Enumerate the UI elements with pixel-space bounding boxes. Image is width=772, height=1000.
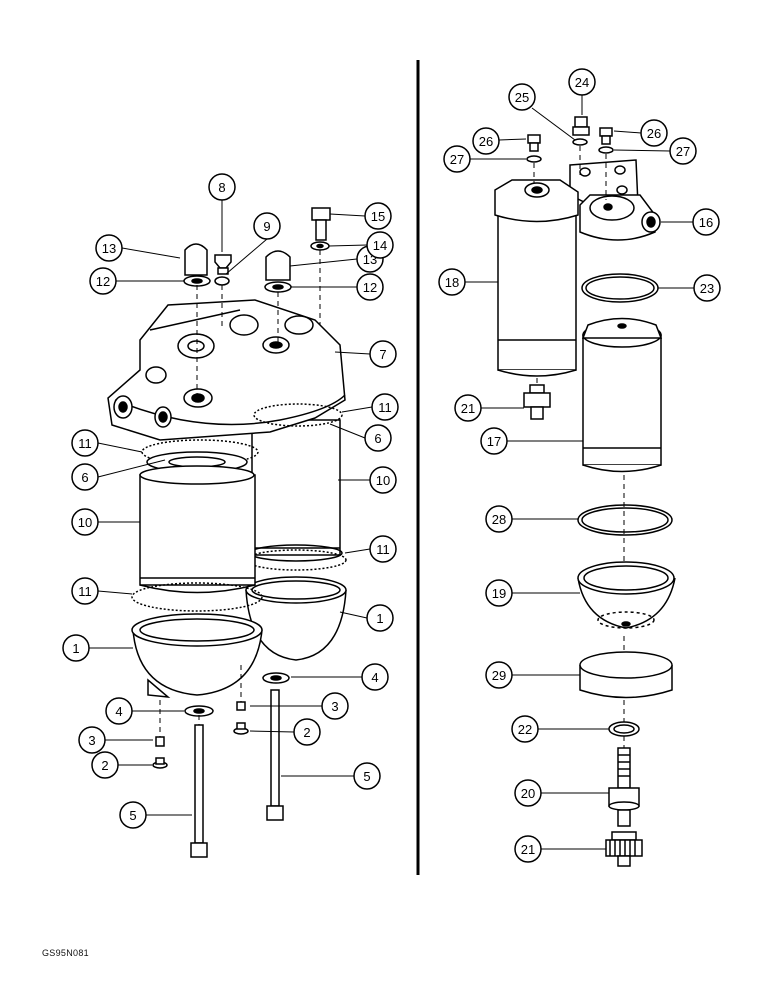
svg-text:5: 5	[363, 769, 370, 784]
svg-text:18: 18	[445, 275, 459, 290]
svg-text:3: 3	[331, 699, 338, 714]
svg-text:23: 23	[700, 281, 714, 296]
svg-text:10: 10	[78, 515, 92, 530]
callout-2-left: 2	[91, 751, 119, 779]
svg-text:29: 29	[492, 668, 506, 683]
callout-24: 24	[568, 68, 596, 96]
callout-14: 14	[366, 231, 394, 259]
single-filter-assembly	[494, 159, 676, 867]
svg-text:13: 13	[102, 241, 116, 256]
svg-text:25: 25	[515, 90, 529, 105]
svg-text:4: 4	[115, 704, 122, 719]
svg-text:26: 26	[479, 134, 493, 149]
callout-2-right: 2	[293, 718, 321, 746]
callout-16: 16	[692, 208, 720, 236]
callout-9: 9	[253, 212, 281, 240]
svg-text:15: 15	[371, 209, 385, 224]
callout-11-lower-right: 11	[369, 535, 397, 563]
callout-10-left: 10	[71, 508, 99, 536]
drawing-code: GS95N081	[42, 948, 89, 958]
callout-5-left: 5	[119, 801, 147, 829]
svg-text:21: 21	[461, 401, 475, 416]
callout-5-right: 5	[353, 762, 381, 790]
callout-8: 8	[208, 173, 236, 201]
callout-1-bowl-left: 1	[62, 634, 90, 662]
callout-1-bowl-right: 1	[366, 604, 394, 632]
callout-26-right: 26	[640, 119, 668, 147]
callout-6-left: 6	[71, 463, 99, 491]
callout-6-right: 6	[364, 424, 392, 452]
svg-text:11: 11	[78, 584, 92, 599]
svg-text:28: 28	[492, 512, 506, 527]
callout-21-upper: 21	[454, 394, 482, 422]
svg-text:6: 6	[81, 470, 88, 485]
twin-filter-assembly	[107, 299, 347, 698]
svg-text:5: 5	[129, 808, 136, 823]
callout-3-right: 3	[321, 692, 349, 720]
svg-text:10: 10	[376, 473, 390, 488]
callout-25: 25	[508, 83, 536, 111]
callout-26-left: 26	[472, 127, 500, 155]
svg-text:2: 2	[303, 725, 310, 740]
svg-text:14: 14	[373, 238, 387, 253]
svg-text:4: 4	[371, 670, 378, 685]
callout-11-upper-right: 11	[371, 393, 399, 421]
callout-11-upper-left: 11	[71, 429, 99, 457]
callout-17: 17	[480, 427, 508, 455]
callout-15: 15	[364, 202, 392, 230]
svg-text:24: 24	[575, 75, 589, 90]
callout-21-lower: 21	[514, 835, 542, 863]
right-hardware	[526, 116, 614, 163]
svg-text:6: 6	[374, 431, 381, 446]
right-alignment-lines	[533, 146, 625, 748]
callout-23: 23	[693, 274, 721, 302]
svg-text:7: 7	[379, 347, 386, 362]
leader-lines	[89, 95, 694, 850]
svg-text:22: 22	[518, 722, 532, 737]
callouts: 1 1 2 2 3 3 4 4 5 5 6 6 7 8 9 10 10 11 1…	[62, 68, 721, 863]
callout-19: 19	[485, 579, 513, 607]
callout-27-left: 27	[443, 145, 471, 173]
callout-29: 29	[485, 661, 513, 689]
left-hardware	[152, 207, 331, 858]
svg-text:27: 27	[676, 144, 690, 159]
callout-28: 28	[485, 505, 513, 533]
callout-10-right: 10	[369, 466, 397, 494]
svg-text:1: 1	[72, 641, 79, 656]
svg-text:11: 11	[378, 400, 392, 415]
callout-22: 22	[511, 715, 539, 743]
callout-4-left: 4	[105, 697, 133, 725]
svg-text:9: 9	[263, 219, 270, 234]
svg-text:20: 20	[521, 786, 535, 801]
callout-27-right: 27	[669, 137, 697, 165]
svg-text:1: 1	[376, 611, 383, 626]
svg-text:16: 16	[699, 215, 713, 230]
svg-text:11: 11	[376, 542, 390, 557]
svg-text:26: 26	[647, 126, 661, 141]
callout-11-lower-left: 11	[71, 577, 99, 605]
callout-18: 18	[438, 268, 466, 296]
svg-text:3: 3	[88, 733, 95, 748]
svg-text:8: 8	[218, 180, 225, 195]
svg-text:12: 12	[363, 280, 377, 295]
callout-3-left: 3	[78, 726, 106, 754]
callout-20: 20	[514, 779, 542, 807]
callout-12-left: 12	[89, 267, 117, 295]
callout-13-left: 13	[95, 234, 123, 262]
svg-text:11: 11	[78, 436, 92, 451]
svg-text:2: 2	[101, 758, 108, 773]
callout-12-right: 12	[356, 273, 384, 301]
svg-text:17: 17	[487, 434, 501, 449]
svg-text:21: 21	[521, 842, 535, 857]
svg-text:12: 12	[96, 274, 110, 289]
callout-7: 7	[369, 340, 397, 368]
svg-text:19: 19	[492, 586, 506, 601]
svg-text:27: 27	[450, 152, 464, 167]
callout-4-right: 4	[361, 663, 389, 691]
